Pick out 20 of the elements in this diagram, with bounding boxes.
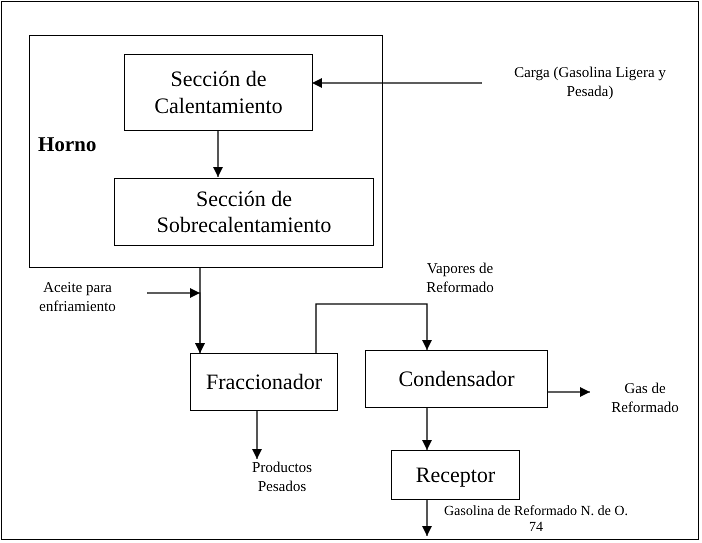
flow-arrow	[315, 303, 432, 353]
flow-arrow	[147, 288, 205, 353]
process-box: Sección de Calentamiento	[124, 54, 313, 131]
flow-arrow	[312, 78, 482, 88]
furnace-box	[29, 35, 383, 268]
stream-label: Carga (Gasolina Ligera y Pesada)	[505, 64, 675, 106]
process-box: Condensador	[365, 350, 548, 408]
stream-label: Productos Pesados	[232, 459, 332, 499]
flow-arrow	[252, 411, 262, 459]
stream-label: Aceite para enfriamiento	[8, 279, 147, 319]
flow-arrow	[548, 387, 590, 397]
process-box: Receptor	[391, 450, 520, 500]
process-box: Fraccionador	[190, 353, 338, 411]
stream-label: Gasolina de Reformado N. de O. 74	[436, 504, 636, 536]
flow-arrow	[422, 500, 432, 536]
flow-arrow	[213, 130, 223, 177]
flow-arrow	[422, 408, 432, 450]
process-box: Sección de Sobrecalentamiento	[114, 178, 374, 246]
stream-label: Gas de Reformado	[590, 380, 700, 420]
furnace-title: Horno	[38, 132, 96, 157]
